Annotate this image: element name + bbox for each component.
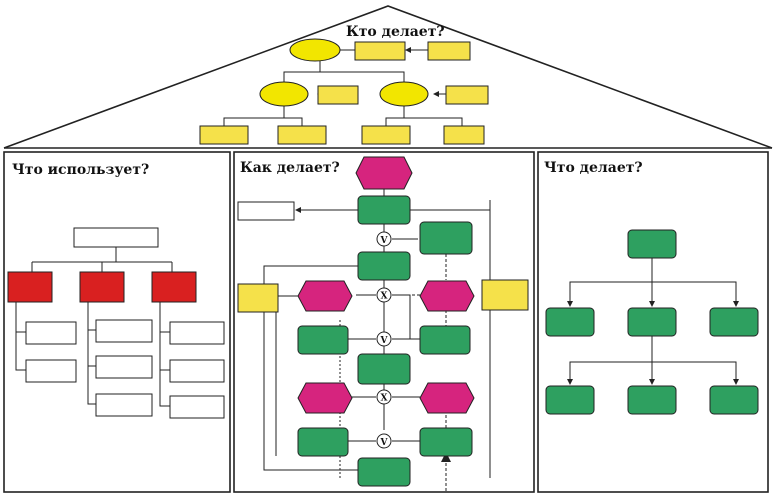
document-box bbox=[25, 319, 225, 419]
xor-connector: X bbox=[376, 287, 392, 303]
roof-title: Кто делает? bbox=[346, 24, 445, 40]
flow-arrow-head bbox=[441, 452, 451, 462]
and-connector: V bbox=[376, 331, 392, 347]
svg-text:V: V bbox=[380, 336, 389, 346]
and-connector: V bbox=[376, 231, 392, 247]
svg-text:X: X bbox=[381, 292, 388, 302]
org-chart bbox=[199, 38, 489, 145]
right-panel bbox=[537, 151, 769, 493]
house-frame bbox=[3, 5, 773, 493]
function-box bbox=[297, 195, 473, 487]
function-box bbox=[545, 229, 759, 415]
and-connector: V bbox=[376, 433, 392, 449]
document-box bbox=[237, 201, 295, 221]
middle-panel-title: Как делает? bbox=[240, 160, 340, 176]
right-panel-title: Что делает? bbox=[544, 160, 643, 176]
svg-text:V: V bbox=[380, 236, 389, 246]
position-box bbox=[199, 41, 489, 145]
position-box bbox=[237, 283, 279, 313]
event-hexagon bbox=[297, 156, 475, 414]
xor-connector: X bbox=[376, 389, 392, 405]
org-unit-left bbox=[259, 81, 309, 107]
position-box bbox=[481, 279, 529, 311]
roof-outline bbox=[3, 5, 773, 149]
resource-box bbox=[7, 271, 197, 303]
left-panel-title: Что использует? bbox=[12, 162, 149, 178]
org-unit-top bbox=[289, 38, 341, 62]
function-tree bbox=[545, 229, 759, 415]
left-panel bbox=[3, 151, 231, 493]
svg-text:X: X bbox=[381, 394, 388, 404]
resource-tree bbox=[7, 227, 225, 419]
svg-text:V: V bbox=[380, 438, 389, 448]
process-chain: V X V X V bbox=[237, 156, 529, 492]
middle-panel bbox=[233, 151, 535, 493]
org-unit-right bbox=[379, 81, 429, 107]
document-box bbox=[73, 227, 159, 248]
